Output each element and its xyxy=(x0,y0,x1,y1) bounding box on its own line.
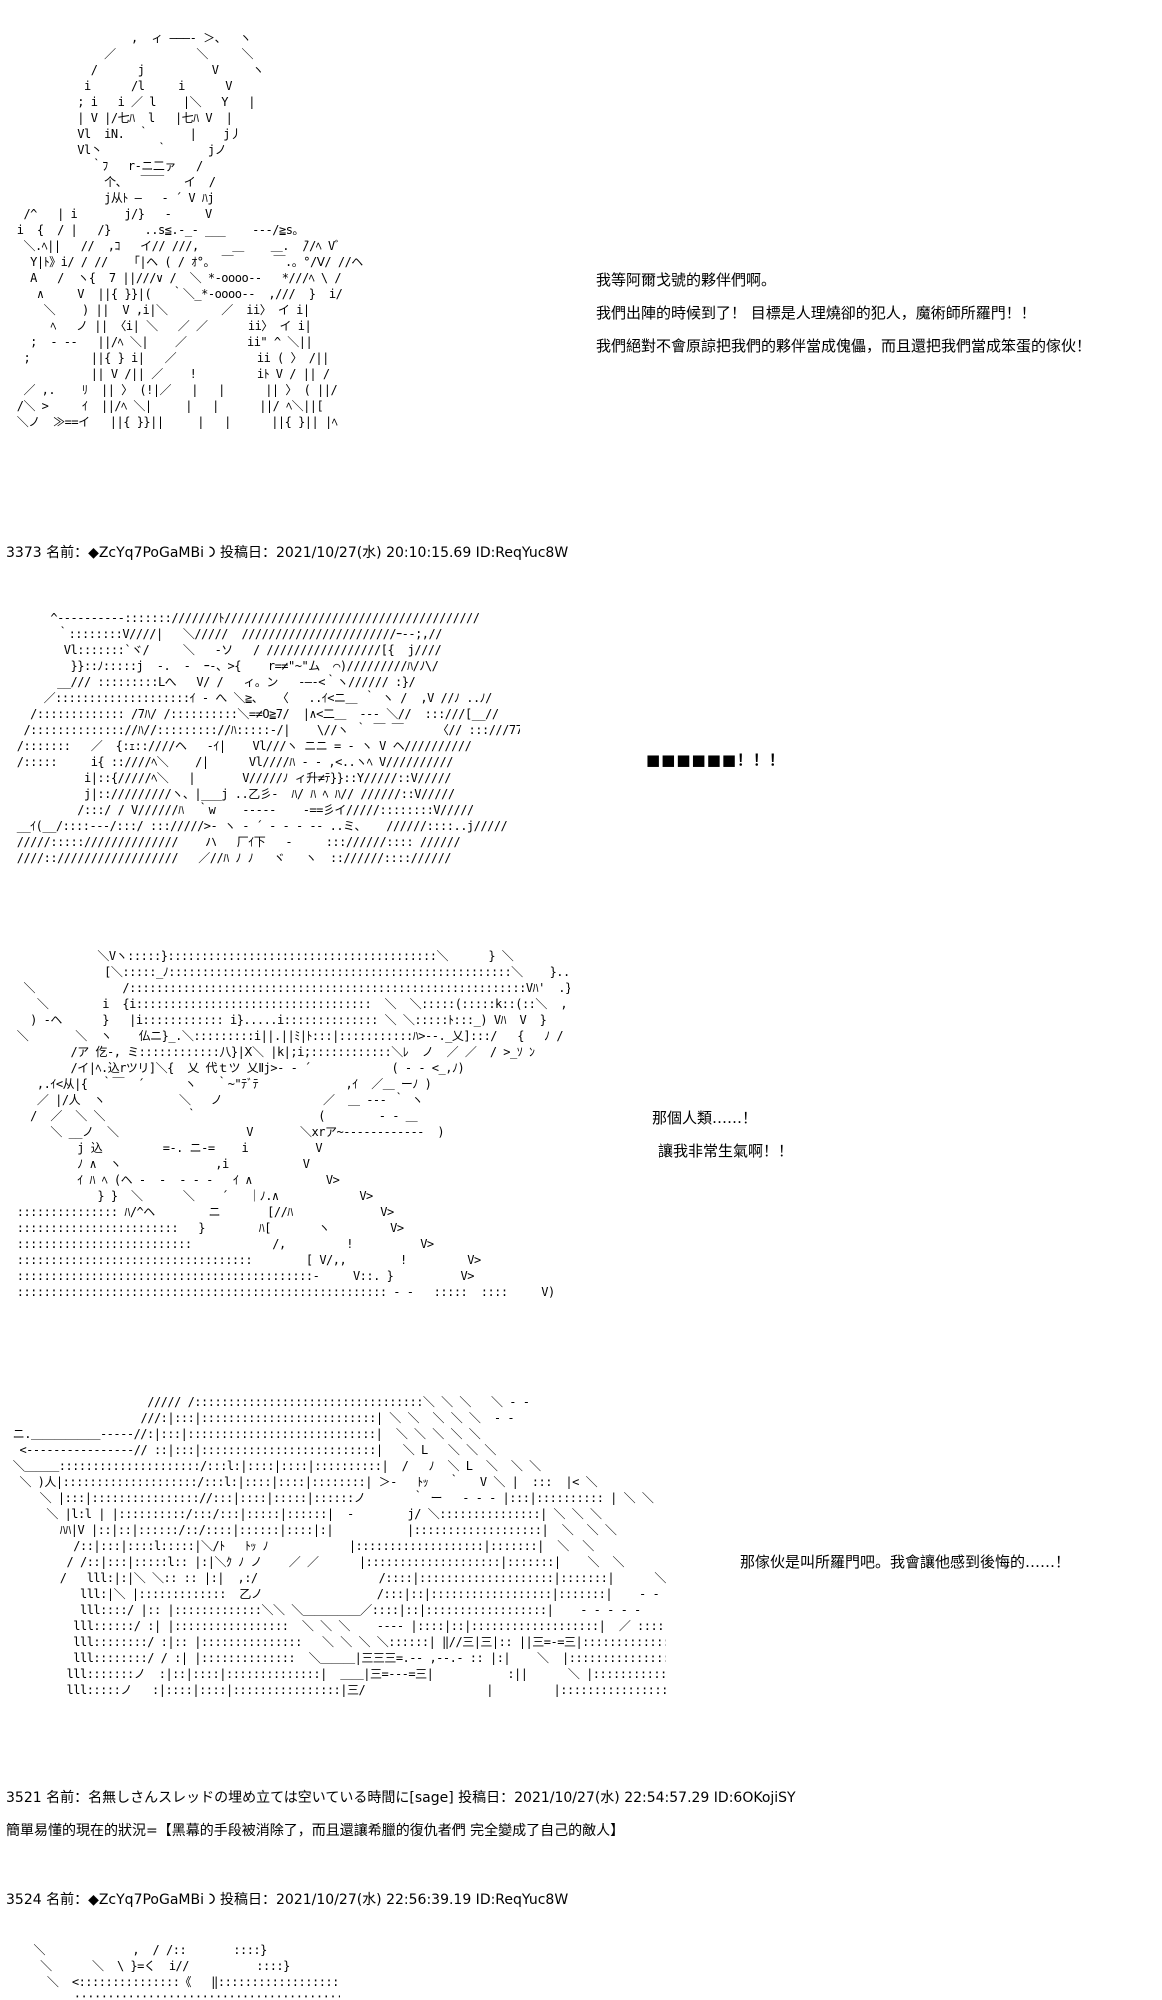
post-header-3521: 3521 名前：名無しさんスレッドの埋め立ては空いている時間に[sage] 投稿… xyxy=(6,1790,796,1806)
ascii-art-hero-pointing: , ィ ―――‐ ＞、 ヽ ／ ＼ ＼ / j V ヽ i /l i V ; i… xyxy=(16,31,364,429)
panel-2: ^‐‐‐‐‐‐‐‐‐‐:::::::///////ﾄ//////////////… xyxy=(0,600,1162,900)
dialogue-line: 那傢伙是叫所羅門吧。我會讓他感到後悔的……！ xyxy=(740,1553,1071,1571)
ascii-art-partial: ＼ , / /:: ::::} ＼ ＼ \ }=く i// ::::} ＼ <:… xyxy=(33,1943,340,2000)
dialogue-box-2: ■■■■■■！！！ xyxy=(646,744,785,777)
dialogue-line: 那個人類……！ xyxy=(652,1109,758,1127)
dialogue-line: ■■■■■■！！！ xyxy=(646,751,786,769)
panel-4: ///// /:::::::::::::::::::::::::::::::::… xyxy=(0,1390,1162,1780)
ascii-art-berserker-roar: ^‐‐‐‐‐‐‐‐‐‐:::::::///////ﾄ//////////////… xyxy=(16,611,520,865)
dialogue-box-4: 那傢伙是叫所羅門吧。我會讓他感到後悔的……！ xyxy=(740,1546,1070,1579)
ascii-art-caped-figure: ///// /:::::::::::::::::::::::::::::::::… xyxy=(12,1395,666,1697)
ascii-art-angry-hero: ＼Vヽ:::::}:::::::::::::::::::::::::::::::… xyxy=(16,949,570,1299)
dialogue-line: 我們出陣的時候到了！ 目標是人理燒卻的犯人，魔術師所羅門！！ xyxy=(596,304,1036,322)
dialogue-box-1: 我等阿爾戈號的夥伴們啊。 我們出陣的時候到了！ 目標是人理燒卻的犯人，魔術師所羅… xyxy=(596,264,1091,363)
dialogue-line: 讓我非常生氣啊！！ xyxy=(658,1142,794,1160)
dialogue-line: 我們絕對不會原諒把我們的夥伴當成傀儡，而且還把我們當成笨蛋的傢伙！ xyxy=(596,337,1092,355)
dialogue-line: 我等阿爾戈號的夥伴們啊。 xyxy=(596,271,777,289)
panel-1: , ィ ―――‐ ＞、 ヽ ／ ＼ ＼ / j V ヽ i /l i V ; i… xyxy=(0,0,1162,540)
post-header-3373: 3373 名前：◆ZcYq7PoGaMBi 𐅀 投稿日：2021/10/27(水… xyxy=(6,545,569,561)
dialogue-box-3: 那個人類……！ 讓我非常生氣啊！！ xyxy=(652,1102,793,1168)
post-body-3521: 簡單易懂的現在的狀況=【黑幕的手段被消除了，而且還讓希臘的復仇者們 完全變成了自… xyxy=(6,1823,625,1839)
post-header-3524: 3524 名前：◆ZcYq7PoGaMBi 𐅀 投稿日：2021/10/27(水… xyxy=(6,1892,569,1908)
panel-3: ＼Vヽ:::::}:::::::::::::::::::::::::::::::… xyxy=(0,940,1162,1350)
panel-5: ＼ , / /:: ::::} ＼ ＼ \ }=く i// ::::} ＼ <:… xyxy=(0,1936,1162,2000)
